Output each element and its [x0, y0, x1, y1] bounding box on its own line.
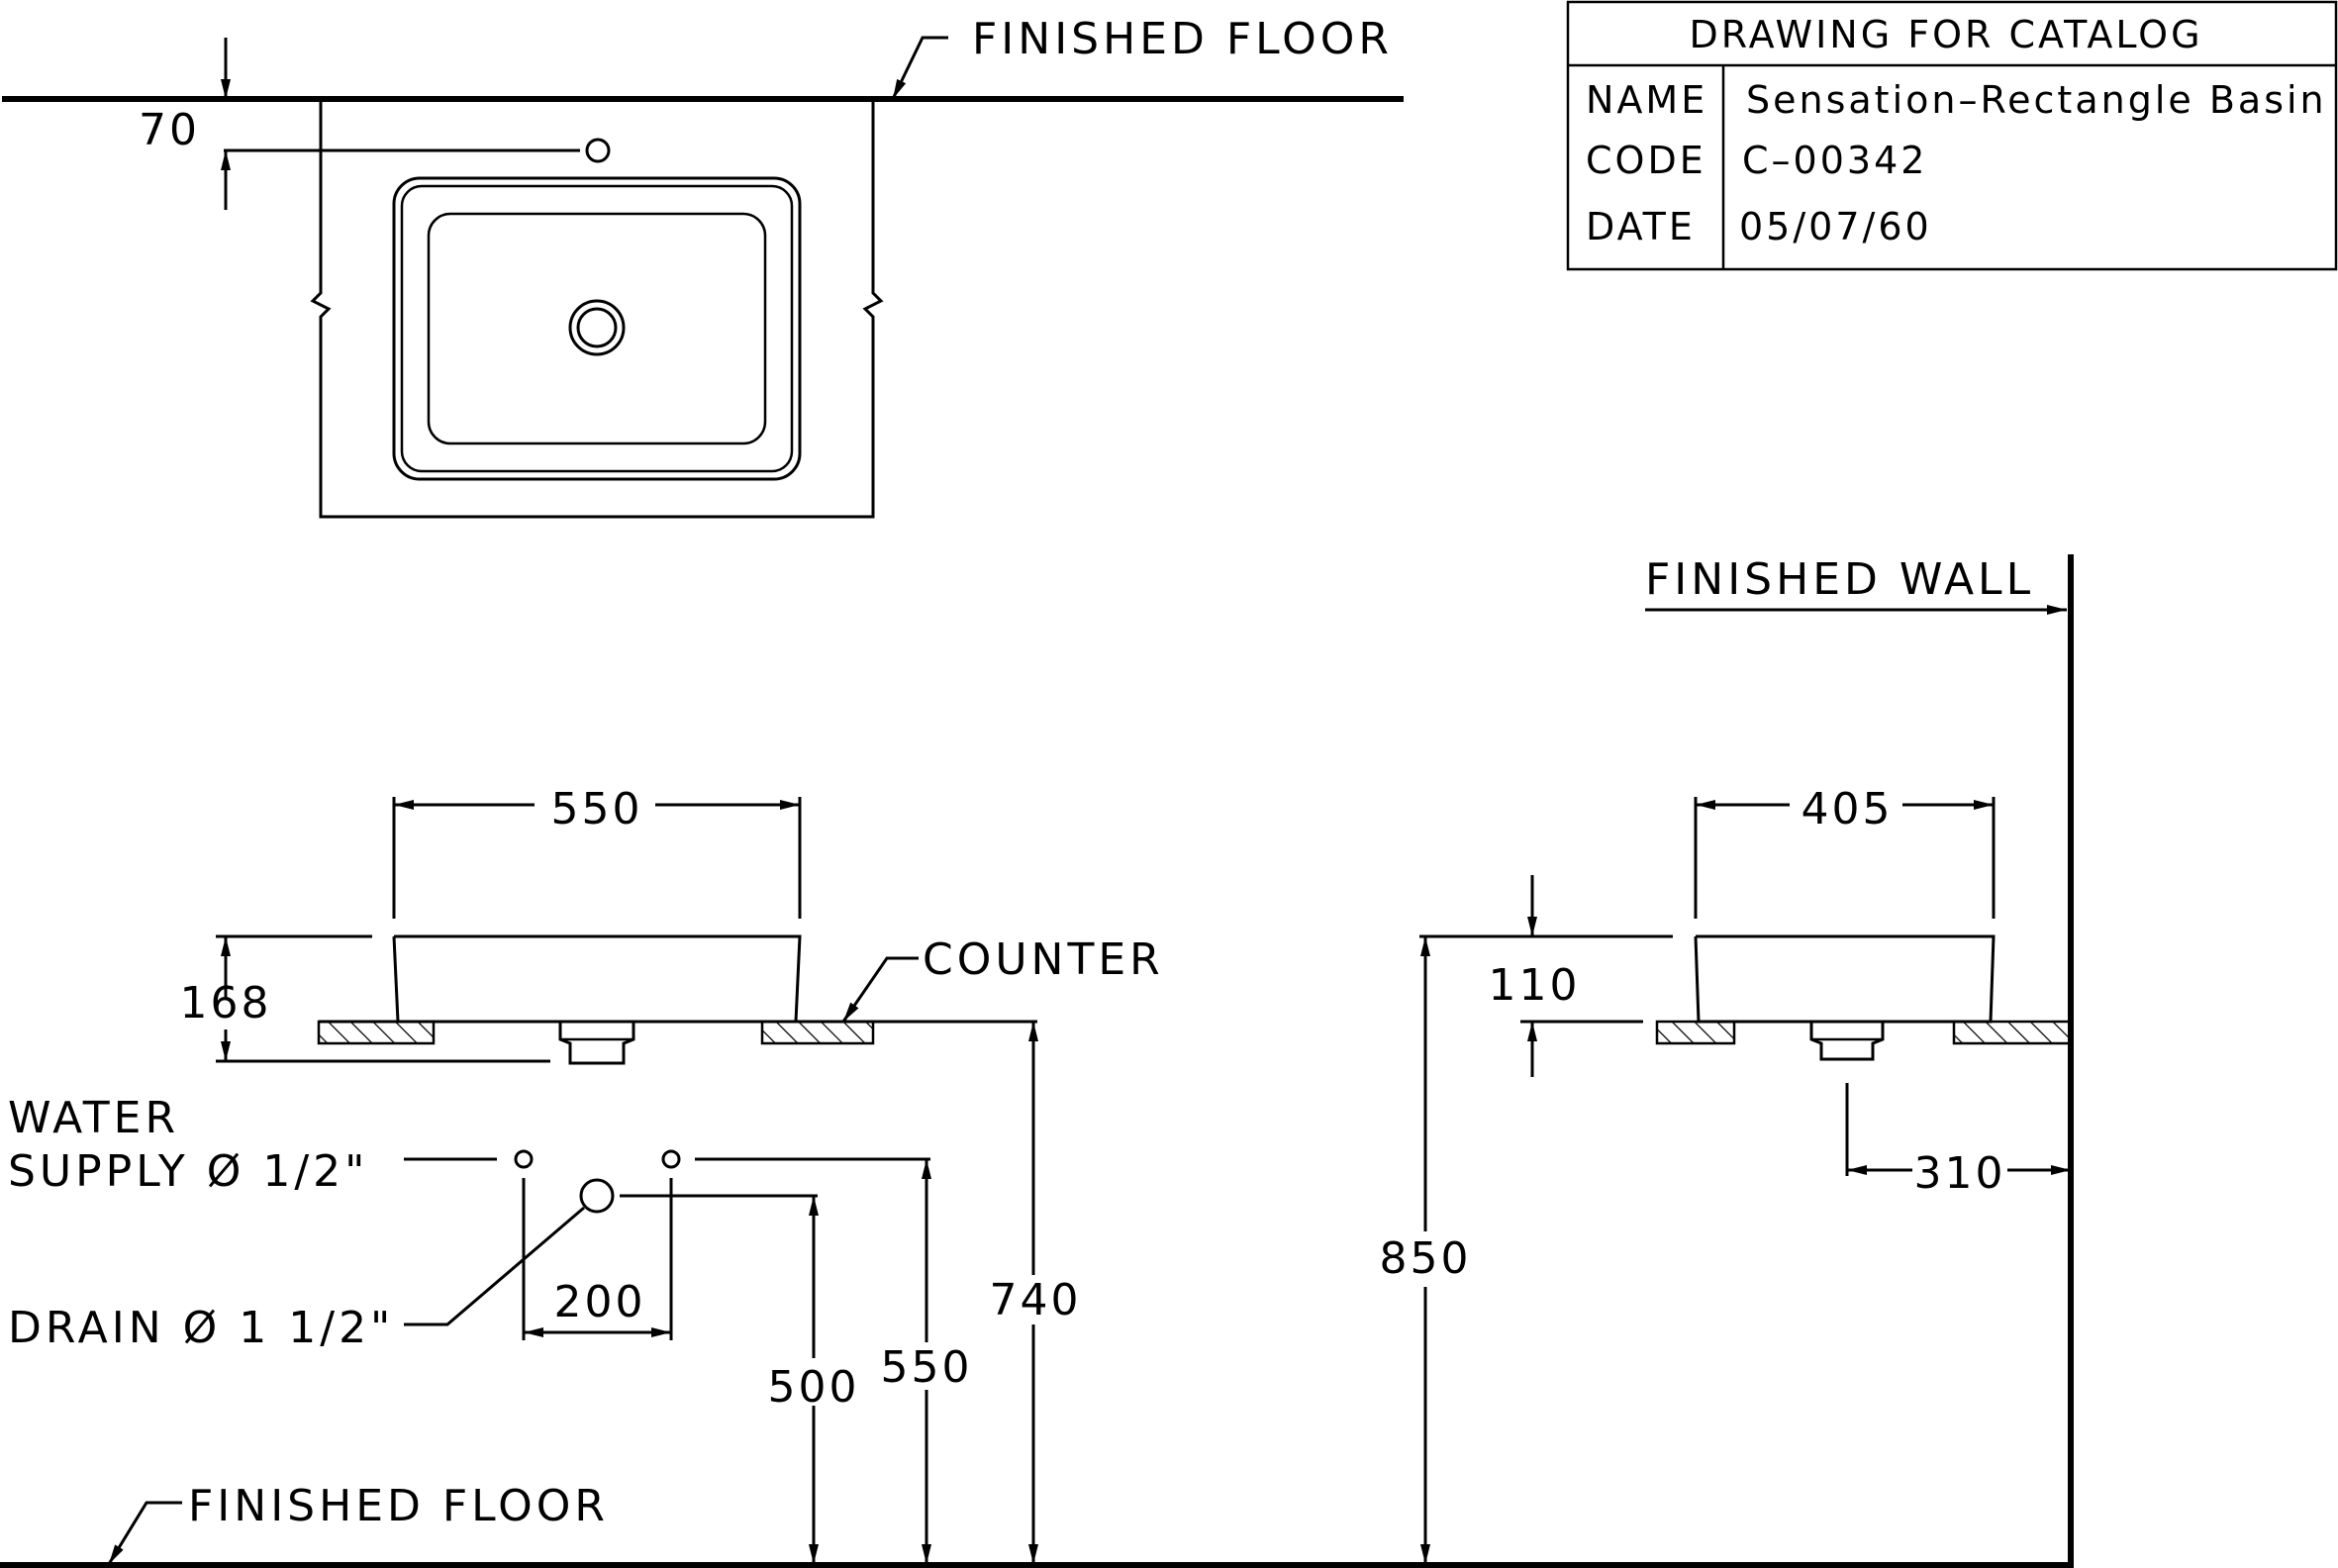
- title-block-code-value: C–00342: [1742, 139, 1927, 182]
- title-block-date-value: 05/07/60: [1739, 205, 1932, 248]
- title-block-code-label: CODE: [1586, 139, 1706, 182]
- finished-wall-label: FINISHED WALL: [1645, 554, 2034, 605]
- dim-wall-offset: 310: [1914, 1148, 2006, 1199]
- dim-height: 168: [180, 978, 272, 1029]
- finished-floor-top-label: FINISHED FLOOR: [972, 14, 1393, 64]
- title-block-heading: DRAWING FOR CATALOG: [1689, 13, 2202, 56]
- counter-hatch-right: [760, 1020, 875, 1045]
- dim-depth: 405: [1802, 784, 1894, 834]
- drain-circle-inner: [576, 307, 618, 348]
- basin-front-body: [392, 934, 802, 1024]
- dim-supply-spacing: 200: [554, 1277, 646, 1327]
- title-block: DRAWING FOR CATALOG NAME Sensation–Recta…: [1566, 0, 2338, 271]
- front-elevation: 550 COUNTER 168 WATER SUPPLY Ø 1/2" DRAI…: [8, 784, 1164, 1564]
- countertop-outline: [310, 99, 884, 519]
- dim-rim-height: 850: [1380, 1233, 1472, 1284]
- title-block-name-label: NAME: [1586, 78, 1707, 122]
- water-supply-label-2: SUPPLY Ø 1/2": [8, 1146, 368, 1197]
- basin-outer: [392, 176, 802, 481]
- drain-label: DRAIN Ø 1 1/2": [8, 1303, 394, 1353]
- supply-hole-left: [514, 1149, 534, 1169]
- drain-circle-outer: [568, 299, 626, 356]
- water-supply-label-1: WATER: [8, 1093, 179, 1143]
- supply-hole-right: [661, 1149, 681, 1169]
- dim-supply-height: 550: [881, 1342, 973, 1393]
- title-block-date-label: DATE: [1586, 205, 1696, 248]
- basin-inner: [427, 212, 767, 445]
- title-block-name-value: Sensation–Rectangle Basin: [1746, 78, 2327, 122]
- drain-stub: [558, 1022, 635, 1065]
- bottom-floor: FINISHED FLOOR: [0, 1481, 2073, 1568]
- tap-hole: [585, 138, 611, 163]
- side-counter-hatch-left: [1655, 1020, 1736, 1045]
- counter-label: COUNTER: [923, 934, 1164, 985]
- dim-width: 550: [551, 784, 643, 834]
- dim-side-height: 110: [1489, 960, 1581, 1011]
- dim-counter-height: 740: [990, 1275, 1082, 1325]
- side-counter-hatch-right: [1952, 1020, 2073, 1045]
- drain-hole: [579, 1178, 615, 1214]
- counter-hatch-left: [317, 1020, 436, 1045]
- dim-top-offset: 70: [139, 105, 200, 155]
- plan-view: FINISHED FLOOR 70: [2, 14, 1404, 519]
- finished-floor-bottom-label: FINISHED FLOOR: [188, 1481, 609, 1531]
- basin-side-body: [1694, 934, 1996, 1024]
- dim-drain-height: 500: [768, 1362, 860, 1413]
- side-elevation: FINISHED WALL 405 110 850 310: [1380, 554, 2074, 1568]
